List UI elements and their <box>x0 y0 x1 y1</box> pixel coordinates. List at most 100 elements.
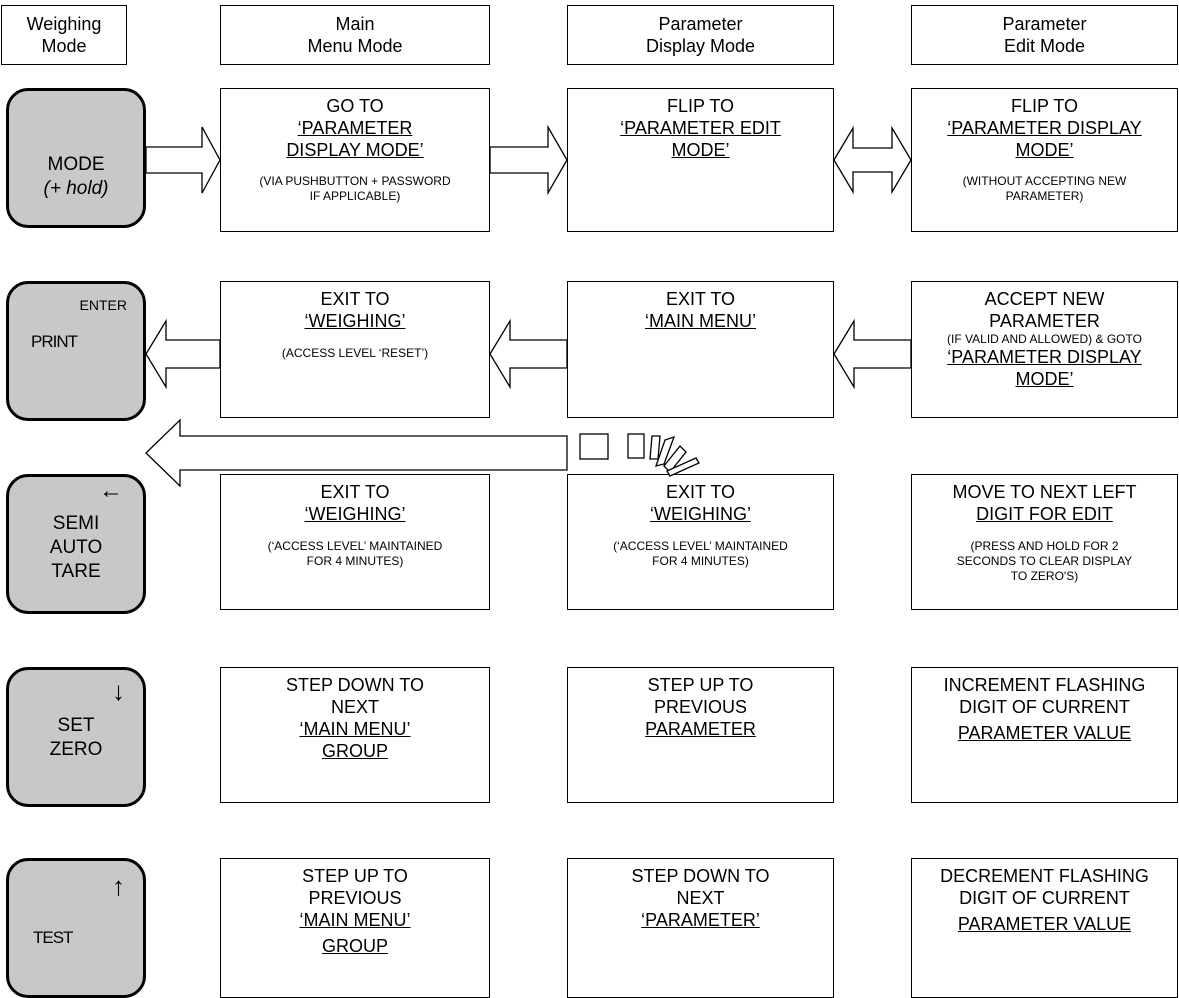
action-note: (‘ACCESS LEVEL’ MAINTAINED FOR 4 MINUTES… <box>221 539 489 569</box>
action-target: GROUP <box>321 936 388 956</box>
mode-key-label: MODE <box>47 154 105 175</box>
header-line: Menu Mode <box>307 36 403 56</box>
action-text: STEP DOWN TO <box>631 866 770 886</box>
action-target: DISPLAY MODE’ <box>286 140 424 160</box>
tare-label-line2: AUTO <box>49 537 103 558</box>
action-text: STEP UP TO <box>647 675 754 695</box>
print-key[interactable]: ENTER PRINT <box>6 281 146 421</box>
action-note: (VIA PUSHBUTTON + PASSWORD IF APPLICABLE… <box>221 174 489 204</box>
action-text: NEXT <box>330 697 379 717</box>
note-line: IF APPLICABLE) <box>309 189 401 203</box>
down-arrow-icon: ↓ <box>112 676 125 706</box>
action-text: MOVE TO NEXT LEFT <box>952 482 1137 502</box>
action-text: FLIP TO <box>1010 96 1079 116</box>
action-text: DIGIT OF CURRENT <box>959 888 1130 908</box>
left-arrow-icon: ← <box>99 477 123 504</box>
set-zero-key[interactable]: ↓ SET ZERO <box>6 667 146 807</box>
left-arrow-icon <box>145 318 221 390</box>
action-target: GROUP <box>321 741 388 761</box>
note-line: (‘ACCESS LEVEL’ MAINTAINED <box>613 539 788 553</box>
shape-tilted-bar <box>649 435 661 460</box>
action-text: PREVIOUS <box>308 888 402 908</box>
mode-key-hold-label: (+ hold) <box>43 178 109 199</box>
note-line: FOR 4 MINUTES) <box>306 554 404 568</box>
test-key-label: TEST <box>33 928 73 947</box>
action-text: FLIP TO <box>666 96 735 116</box>
zero-parameter-edit-action: INCREMENT FLASHING DIGIT OF CURRENT PARA… <box>911 667 1178 803</box>
note-line: (VIA PUSHBUTTON + PASSWORD <box>259 174 451 188</box>
note-line: (‘ACCESS LEVEL’ MAINTAINED <box>267 539 443 553</box>
action-target: MODE’ <box>1015 140 1074 160</box>
action-text: NEXT <box>676 888 725 908</box>
action-note: (WITHOUT ACCEPTING NEW PARAMETER) <box>912 174 1177 204</box>
semi-auto-tare-key[interactable]: ← SEMI AUTO TARE <box>6 474 146 614</box>
action-text: ACCEPT NEW <box>984 289 1105 309</box>
header-line: Parameter <box>1002 14 1087 34</box>
double-arrow-icon <box>833 125 912 195</box>
set-zero-label-line1: SET <box>57 715 95 736</box>
action-text: PARAMETER <box>989 311 1100 331</box>
test-key[interactable]: ↑ TEST <box>6 858 146 998</box>
action-note: (PRESS AND HOLD FOR 2 SECONDS TO CLEAR D… <box>912 539 1177 584</box>
note-line: (ACCESS LEVEL ‘RESET’) <box>281 346 429 360</box>
action-target: MODE’ <box>1015 369 1074 389</box>
action-target: PARAMETER VALUE <box>957 914 1132 934</box>
tare-parameter-display-action: EXIT TO ‘WEIGHING’ (‘ACCESS LEVEL’ MAINT… <box>567 474 834 610</box>
right-arrow-icon <box>145 126 221 194</box>
tare-parameter-edit-action: MOVE TO NEXT LEFT DIGIT FOR EDIT (PRESS … <box>911 474 1178 610</box>
enter-label: ENTER <box>79 297 127 313</box>
left-arrow-icon <box>489 318 568 390</box>
action-text: EXIT TO <box>665 289 736 309</box>
mode-key[interactable]: MODE (+ hold) <box>6 88 146 228</box>
set-zero-label-line2: ZERO <box>49 739 103 760</box>
test-main-menu-action: STEP UP TO PREVIOUS ‘MAIN MENU’ GROUP <box>220 858 490 998</box>
action-text: EXIT TO <box>320 482 390 502</box>
shape-rectangle <box>627 433 645 459</box>
action-target: DIGIT FOR EDIT <box>976 504 1113 524</box>
up-arrow-icon: ↑ <box>112 871 125 901</box>
action-target: ‘MAIN MENU’ <box>299 719 411 739</box>
mode-parameter-edit-action: FLIP TO ‘PARAMETER DISPLAY MODE’ (WITHOU… <box>911 88 1178 232</box>
action-text: EXIT TO <box>320 289 390 309</box>
header-line: Main <box>335 14 375 34</box>
header-parameter-display-mode: Parameter Display Mode <box>567 5 834 65</box>
action-text: STEP DOWN TO <box>285 675 425 695</box>
shape-tilted-bar <box>654 435 676 467</box>
action-target: ‘WEIGHING’ <box>304 504 406 524</box>
action-target: MODE’ <box>671 140 730 160</box>
action-text: STEP UP TO <box>302 866 408 886</box>
note-line: (PRESS AND HOLD FOR 2 <box>970 539 1119 553</box>
action-target: ‘MAIN MENU’ <box>645 311 756 331</box>
tare-label-line1: SEMI <box>52 513 100 534</box>
mode-parameter-display-action: FLIP TO ‘PARAMETER EDIT MODE’ <box>567 88 834 232</box>
action-condition: (IF VALID AND ALLOWED) & GOTO <box>947 332 1142 346</box>
header-main-menu-mode: Main Menu Mode <box>220 5 490 65</box>
long-left-arrow-icon <box>145 418 568 488</box>
tare-label-line3: TARE <box>51 561 101 582</box>
header-parameter-edit-mode: Parameter Edit Mode <box>911 5 1178 65</box>
header-line: Edit Mode <box>1003 36 1086 56</box>
action-target: ‘MAIN MENU’ <box>299 910 411 930</box>
test-parameter-edit-action: DECREMENT FLASHING DIGIT OF CURRENT PARA… <box>911 858 1178 998</box>
action-target: PARAMETER VALUE <box>957 723 1132 743</box>
header-line: Parameter <box>658 14 743 34</box>
header-weighing-mode: Weighing Mode <box>1 5 127 65</box>
action-note: (‘ACCESS LEVEL’ MAINTAINED FOR 4 MINUTES… <box>568 539 833 569</box>
left-arrow-icon <box>833 318 912 390</box>
action-text: GO TO <box>326 96 384 116</box>
action-target: ‘PARAMETER <box>297 118 413 138</box>
tare-main-menu-action: EXIT TO ‘WEIGHING’ (‘ACCESS LEVEL’ MAINT… <box>220 474 490 610</box>
action-target: PARAMETER <box>645 719 756 739</box>
action-text: PREVIOUS <box>653 697 748 717</box>
action-target: ‘WEIGHING’ <box>650 504 751 524</box>
note-line: SECONDS TO CLEAR DISPLAY <box>956 554 1133 568</box>
shape-tilted-bar <box>666 457 700 477</box>
note-line: (WITHOUT ACCEPTING NEW <box>962 174 1127 188</box>
note-line: TO ZERO'S) <box>1010 569 1079 583</box>
test-parameter-display-action: STEP DOWN TO NEXT ‘PARAMETER’ <box>567 858 834 998</box>
note-line: PARAMETER) <box>1005 189 1084 203</box>
right-arrow-icon <box>489 124 568 196</box>
mode-main-menu-action: GO TO ‘PARAMETER DISPLAY MODE’ (VIA PUSH… <box>220 88 490 232</box>
action-target: ‘PARAMETER EDIT <box>620 118 781 138</box>
